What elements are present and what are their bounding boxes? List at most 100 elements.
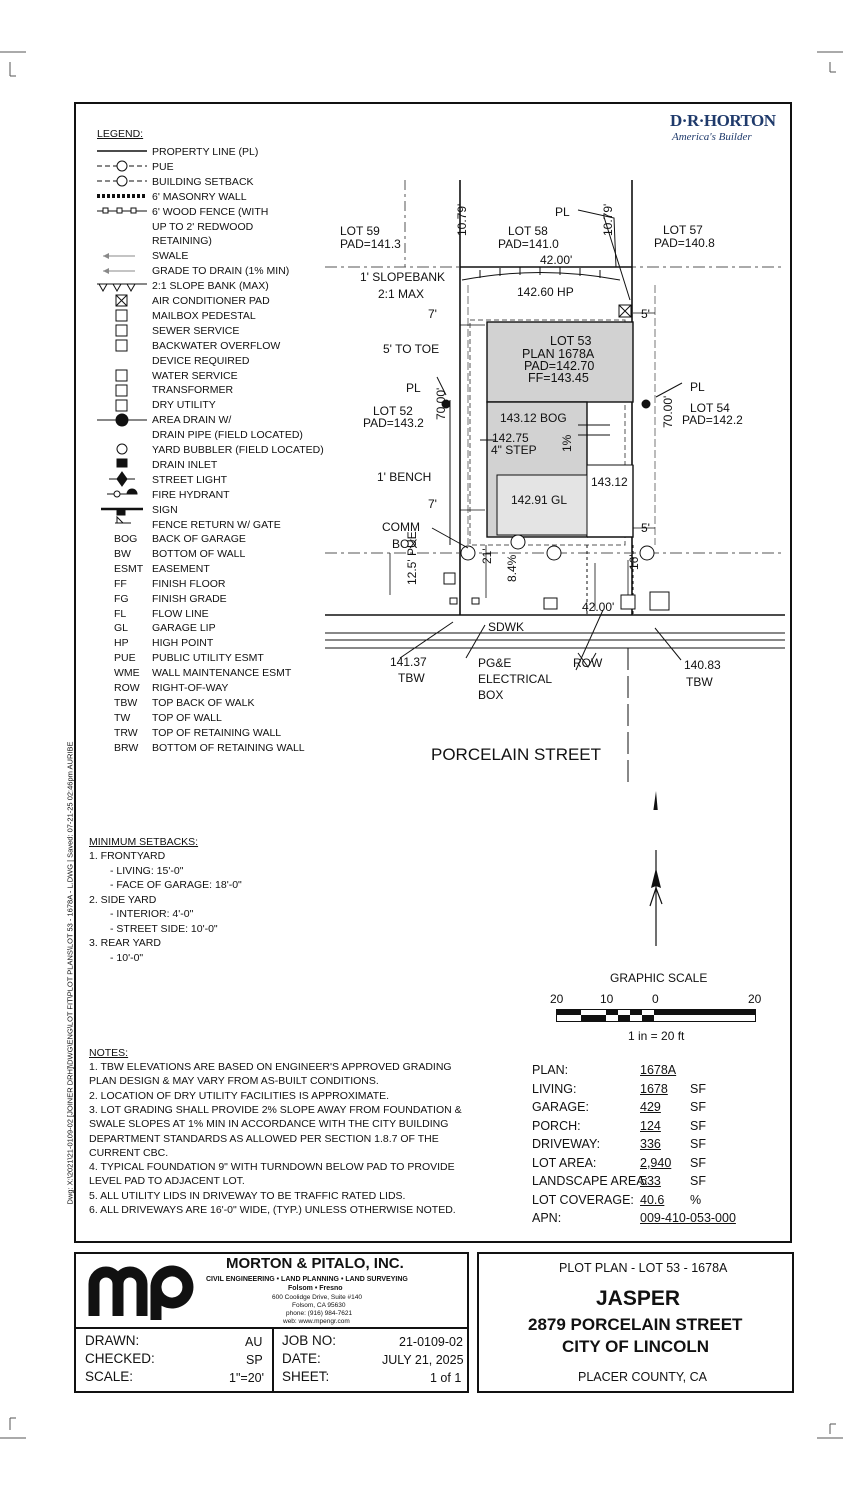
- pl-label: PL: [406, 381, 421, 395]
- street-name: PORCELAIN STREET: [431, 745, 602, 764]
- lot-pad: PAD=143.2: [363, 416, 424, 430]
- sdwk-label: SDWK: [488, 620, 524, 634]
- setback-dim: 7': [428, 497, 437, 511]
- legend-symbols: [97, 150, 147, 524]
- stat-label: LOT AREA:: [532, 1155, 597, 1170]
- box-label: BOX: [392, 537, 418, 551]
- dimension: 10.79': [601, 203, 615, 236]
- legend-abbr-key: PUE: [114, 652, 136, 665]
- stat-value: 124: [640, 1118, 661, 1133]
- legend-abbr-key: GL: [114, 622, 129, 635]
- legend-abbr-key: WME: [114, 667, 140, 680]
- note-line: PLAN DESIGN & MAY VARY FROM AS-BUILT CON…: [89, 1075, 379, 1088]
- bog-label: 143.12 BOG: [500, 411, 567, 425]
- checked-value: SP: [246, 1353, 263, 1367]
- note-line: 4. TYPICAL FOUNDATION 9" WITH TURNDOWN B…: [89, 1161, 455, 1174]
- drawn-value: AU: [245, 1335, 263, 1349]
- legend-abbr-value: GARAGE LIP: [152, 622, 216, 635]
- note-line: 3. LOT GRADING SHALL PROVIDE 2% SLOPE AW…: [89, 1103, 462, 1116]
- dimension: 70.00': [661, 395, 675, 428]
- project-block: [477, 1252, 794, 1393]
- note-line: 5. ALL UTILITY LIDS IN DRIVEWAY TO BE TR…: [89, 1189, 406, 1202]
- note-line: CURRENT CBC.: [89, 1146, 169, 1159]
- firm-offices: Folsom • Fresno: [288, 1285, 343, 1292]
- stat-label: LANDSCAPE AREA:: [532, 1174, 649, 1188]
- note-line: SWALE SLOPES AT 1% MIN IN ACCORDANCE WIT…: [89, 1118, 449, 1131]
- toe-label: 5' TO TOE: [383, 342, 440, 356]
- legend-item: DRY UTILITY: [152, 399, 216, 412]
- legend-abbr-value: BACK OF GARAGE: [152, 533, 246, 545]
- legend-item: SIGN: [152, 503, 178, 516]
- lot-pad: PAD=142.2: [682, 413, 743, 427]
- legend-item: RETAINING): [152, 235, 212, 248]
- sheet-label: SHEET:: [282, 1369, 330, 1384]
- lot-label: LOT 52: [373, 404, 413, 418]
- firm-web: web: www.mpengr.com: [283, 1318, 350, 1325]
- pl-label: PL: [690, 380, 705, 394]
- project-name: JASPER: [596, 1287, 681, 1310]
- mp-logo: [88, 1265, 194, 1320]
- pge-label: ELECTRICAL: [478, 672, 553, 686]
- legend-item: FIRE HYDRANT: [152, 488, 230, 501]
- legend-abbr-key: BOG: [114, 533, 138, 545]
- stat-unit: %: [690, 1192, 702, 1207]
- lot-label: LOT 54: [690, 401, 730, 415]
- firm-address2: Folsom, CA 95630: [292, 1302, 346, 1309]
- note-line: 2. LOCATION OF DRY UTILITY FACILITIES IS…: [89, 1089, 390, 1102]
- stat-value: 1678: [640, 1081, 668, 1096]
- legend-abbr-key: FF: [114, 577, 127, 590]
- checked-label: CHECKED:: [85, 1351, 155, 1366]
- stat-value: 40.6: [640, 1192, 665, 1207]
- tbw-elev: 140.83: [684, 658, 721, 672]
- lot-label: LOT 57: [663, 223, 703, 237]
- date-value: JULY 21, 2025: [382, 1353, 464, 1367]
- pl-label: PL: [555, 205, 570, 219]
- legend-abbr-value: BOTTOM OF RETAINING WALL: [152, 741, 305, 754]
- stat-value: 336: [640, 1137, 661, 1151]
- legend-item: SEWER SERVICE: [152, 324, 240, 337]
- setback-line: - FACE OF GARAGE: 18'-0": [110, 879, 242, 891]
- firm-block: [74, 1252, 469, 1393]
- legend-abbr-value: TOP BACK OF WALK: [152, 696, 255, 709]
- slopebank-max: 2:1 MAX: [378, 287, 425, 301]
- stat-unit: SF: [690, 1174, 706, 1188]
- legend-abbr-key: TW: [114, 711, 131, 724]
- scale-ratio: 1 in = 20 ft: [628, 1029, 685, 1043]
- drawn-label: DRAWN:: [85, 1333, 140, 1348]
- legend-item: 2:1 SLOPE BANK (MAX): [152, 280, 269, 293]
- dimension: 16': [627, 554, 641, 570]
- scale-tick: 0: [652, 992, 659, 1006]
- legend-item: PROPERTY LINE (PL): [152, 146, 259, 158]
- plot-plan-header: PLOT PLAN - LOT 53 - 1678A: [559, 1261, 728, 1275]
- legend-abbr-value: HIGH POINT: [152, 637, 214, 650]
- legend-item: DEVICE REQUIRED: [152, 354, 250, 367]
- dimension: 10.79': [455, 203, 469, 236]
- legend-abbr-key: FL: [114, 607, 127, 620]
- lot-label: LOT 59: [340, 224, 380, 238]
- legend-abbr-value: PUBLIC UTILITY ESMT: [152, 652, 264, 665]
- step-elev: 142.75: [492, 431, 529, 445]
- setback-dim: 5': [641, 307, 650, 321]
- legend-item: 6' WOOD FENCE (WITH: [152, 205, 269, 218]
- scale-tick: 20: [550, 992, 564, 1006]
- note-line: 6. ALL DRIVEWAYS ARE 16'-0" WIDE, (TYP.)…: [89, 1204, 456, 1216]
- project-county: PLACER COUNTY, CA: [578, 1370, 707, 1384]
- note-line: 1. TBW ELEVATIONS ARE BASED ON ENGINEER'…: [89, 1061, 452, 1073]
- plan-label: PLAN 1678A: [522, 347, 595, 361]
- stat-unit: SF: [690, 1081, 706, 1096]
- stat-label: GARAGE:: [532, 1100, 589, 1114]
- legend-abbr-value: WALL MAINTENANCE ESMT: [152, 667, 292, 680]
- date-label: DATE:: [282, 1351, 321, 1366]
- hp-label: 142.60 HP: [517, 285, 574, 299]
- setback-dim: 5': [641, 521, 650, 535]
- lot-pad: PAD=140.8: [654, 236, 715, 250]
- stat-unit: SF: [690, 1155, 706, 1170]
- setback-line: - INTERIOR: 4'-0": [110, 908, 194, 920]
- setback-line: - 10'-0": [110, 951, 144, 964]
- stat-label: LOT COVERAGE:: [532, 1192, 634, 1207]
- legend-abbr-value: TOP OF WALL: [152, 711, 222, 724]
- legend-abbr-value: FINISH FLOOR: [152, 577, 226, 590]
- slopebank-label: 1' SLOPEBANK: [360, 270, 445, 284]
- scale-value: 1"=20': [229, 1371, 264, 1385]
- stat-value: 2,940: [640, 1155, 672, 1170]
